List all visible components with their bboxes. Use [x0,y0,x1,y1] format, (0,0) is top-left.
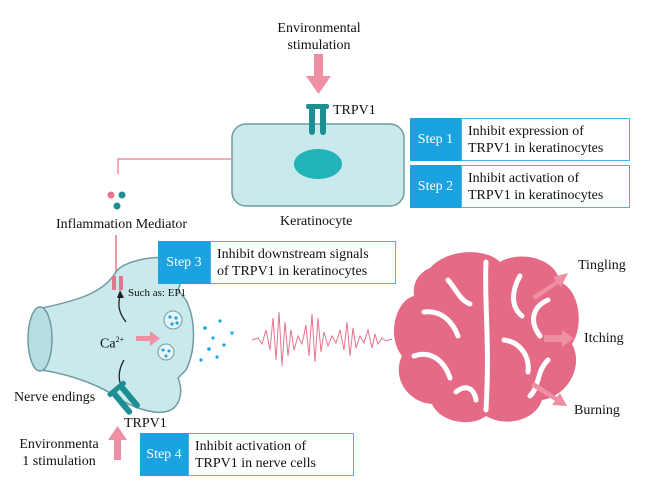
env-bottom-line2: 1 stimulation [22,454,96,469]
step-2-line1: Inhibit activation of [468,170,580,186]
step-4-line1: Inhibit activation of [195,438,307,454]
trpv1-channel-top [306,104,329,135]
env-stimulation-label-bottom: Environmenta 1 stimulation [14,436,104,470]
step-1-line2: TRPV1 in keratinocytes [468,140,604,156]
ep1-receptor [112,276,123,290]
keratinocyte-label: Keratinocyte [280,214,353,229]
step-1-line1: Inhibit expression of [468,123,584,139]
keratinocyte-nucleus [294,149,342,179]
step-3-tag: Step 3 [158,241,210,284]
mediator-release-line [117,158,232,174]
calcium-symbol: Ca [100,336,116,352]
arrow-to-burning [531,382,567,406]
step-4-tag: Step 4 [140,433,188,476]
step-2-text: Inhibit activation of TRPV1 in keratinoc… [461,165,630,208]
step-2-tag: Step 2 [410,165,461,208]
env-top-line1: Environmental [277,21,361,36]
step-2-line2: TRPV1 in keratinocytes [468,187,604,203]
calcium-arrow [136,331,160,346]
env-stimulation-arrow-top [306,54,331,94]
ep1-label: Such as: EP1 [128,287,187,299]
step-3-line2: of TRPV1 in keratinocytes [217,263,368,279]
nerve-endings-label: Nerve endings [14,390,96,405]
env-stimulation-label-top: Environmental stimulation [268,20,370,54]
step-1-tag: Step 1 [410,118,461,161]
env-bottom-line1: Environmenta [19,437,99,452]
released-neurotransmitters [199,319,234,362]
burning-label: Burning [574,403,620,418]
step-1-box: Step 1 Inhibit expression of TRPV1 in ke… [410,118,630,161]
trpv1-label-top: TRPV1 [333,103,376,118]
step-3-text: Inhibit downstream signals of TRPV1 in k… [210,241,396,284]
mediator-dots [107,191,126,210]
step-1-text: Inhibit expression of TRPV1 in keratinoc… [461,118,630,161]
trpv1-channel-bottom [107,380,140,415]
nerve-signal-wave [251,311,393,367]
step-4-line2: TRPV1 in nerve cells [195,455,316,471]
arrow-to-tingling [532,273,568,300]
step-3-box: Step 3 Inhibit downstream signals of TRP… [158,241,396,284]
trpv1-label-bottom: TRPV1 [124,416,167,431]
step-3-line1: Inhibit downstream signals [217,246,369,262]
env-stimulation-arrow-bottom [108,426,127,460]
step-4-box: Step 4 Inhibit activation of TRPV1 in ne… [140,433,354,476]
brain-icon [393,252,579,423]
step-4-text: Inhibit activation of TRPV1 in nerve cel… [188,433,354,476]
nerve-axon-opening [27,306,53,372]
tingling-label: Tingling [578,258,626,273]
env-top-line2: stimulation [287,38,351,53]
itching-label: Itching [584,331,624,346]
step-2-box: Step 2 Inhibit activation of TRPV1 in ke… [410,165,630,208]
arrow-to-itching [544,330,574,347]
vesicles [157,310,183,361]
inflammation-mediator-label: Inflammation Mediator [56,217,188,232]
calcium-label: Ca2+ [100,331,124,353]
calcium-charge: 2+ [115,335,125,344]
